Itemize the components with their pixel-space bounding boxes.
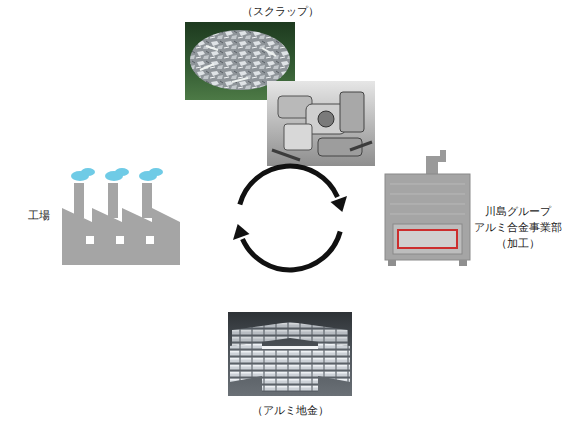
photo-background	[228, 312, 352, 396]
furnace-leg	[459, 260, 467, 266]
furnace-door	[393, 224, 462, 254]
ingot-photo	[228, 312, 352, 396]
ingot-stack	[232, 322, 348, 346]
furnace-chimney	[426, 150, 446, 176]
ingot-stack	[230, 342, 262, 382]
node-label: （スクラップ）	[185, 4, 375, 20]
furnace-leg	[388, 260, 396, 266]
arrow-head	[233, 224, 250, 240]
smoke	[81, 168, 95, 176]
ingot-node: （アルミ地金）	[228, 310, 352, 420]
arrow-head	[331, 196, 348, 212]
photo-background	[267, 81, 375, 166]
ingot-highlight	[262, 346, 318, 349]
engine-part	[318, 111, 334, 127]
cycle-arc	[240, 166, 338, 204]
engine-part	[284, 124, 312, 150]
smoke	[149, 168, 163, 176]
ingot-stack	[262, 346, 318, 392]
smoke	[115, 168, 129, 176]
scrap-pile	[206, 40, 250, 64]
cycle-arrows	[233, 166, 347, 270]
furnace-opening	[398, 230, 457, 248]
node-label: 工場	[28, 208, 68, 224]
node-label: （アルミ地金）	[228, 403, 352, 419]
chimney	[74, 183, 84, 218]
scrap-highlight	[200, 46, 276, 82]
factory-icon	[62, 168, 180, 265]
window	[116, 236, 124, 244]
furnace-icon	[385, 150, 470, 266]
window	[86, 236, 94, 244]
ingot-stack	[318, 342, 350, 382]
engine-part	[272, 142, 372, 160]
window	[146, 236, 154, 244]
factory-body	[62, 208, 180, 265]
scrap-node: （スクラップ）	[185, 2, 375, 167]
chimney	[142, 183, 152, 218]
node-label: 川島グループ アルミ合金事業部 （加工）	[473, 204, 563, 252]
cycle-arc	[243, 232, 341, 270]
chimney	[108, 183, 118, 218]
processing-node: 川島グループ アルミ合金事業部 （加工）	[380, 155, 565, 270]
engine-part	[340, 92, 364, 132]
furnace-panel	[390, 184, 465, 214]
factory-node: 工場	[20, 160, 185, 270]
scrap-parts-photo	[267, 81, 375, 166]
furnace-body	[385, 174, 470, 260]
